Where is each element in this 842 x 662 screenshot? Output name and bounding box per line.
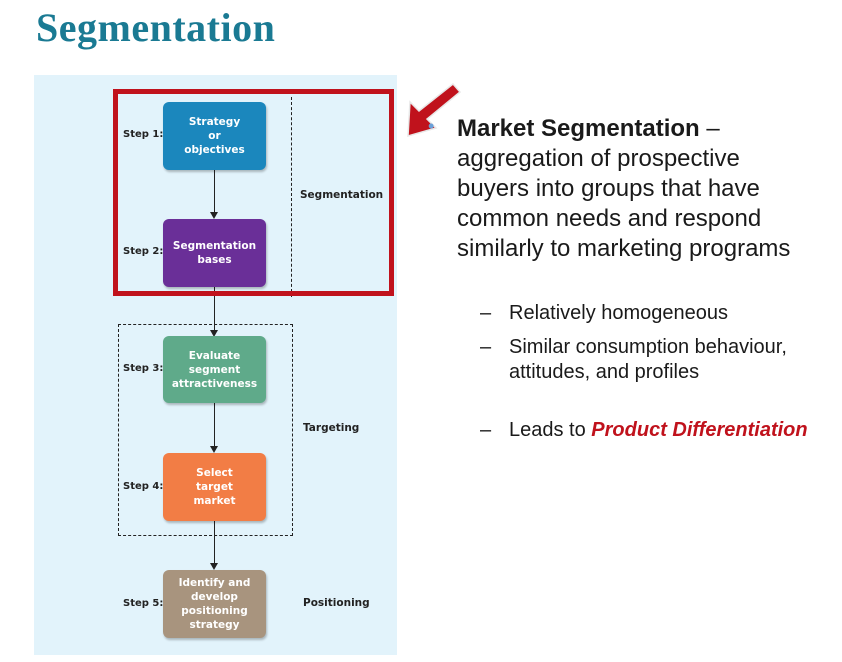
step-5-label: Step 5: xyxy=(123,598,164,609)
dash-icon: – xyxy=(480,419,492,441)
connector-arrow xyxy=(210,563,218,570)
sub-bullet-1-text: Relatively homogeneous xyxy=(509,302,729,324)
step-1-box: Strategy or objectives xyxy=(163,102,266,170)
step-1-label: Step 1: xyxy=(123,129,164,140)
step-5-box: Identify and develop positioning strateg… xyxy=(163,570,266,638)
sub-bullet-2-text: Similar consumption behaviour, attitudes… xyxy=(509,336,787,383)
highlight-frame xyxy=(113,89,394,296)
product-differentiation-text: Product Differentiation xyxy=(591,419,808,441)
sub-bullet-3-prefix: Leads to xyxy=(509,419,592,441)
stage-segmentation-label: Segmentation xyxy=(300,189,384,201)
dash-icon: – xyxy=(480,336,492,358)
dash-icon: – xyxy=(480,302,492,324)
stage-positioning-label: Positioning xyxy=(303,597,370,609)
page-title: Segmentation xyxy=(36,5,276,50)
step-3-label: Step 3: xyxy=(123,363,164,374)
targeting-group-frame xyxy=(118,324,293,536)
connector-line xyxy=(214,521,215,565)
connector-arrow xyxy=(210,446,218,453)
definition-text: Market Segmentation – aggregation of pro… xyxy=(457,114,817,264)
pointer-arrow-icon xyxy=(407,82,462,138)
connector-line xyxy=(214,170,215,214)
step-2-box: Segmentation bases xyxy=(163,219,266,287)
step-3-box: Evaluate segment attractiveness xyxy=(163,336,266,403)
step-4-label: Step 4: xyxy=(123,481,164,492)
connector-arrow xyxy=(210,212,218,219)
definition-body: aggregation of prospective buyers into g… xyxy=(457,145,791,262)
connector-arrow xyxy=(210,330,218,337)
connector-line xyxy=(214,403,215,448)
segmentation-group-divider xyxy=(291,97,292,297)
bullet-dot-icon: • xyxy=(428,116,435,136)
definition-separator: – xyxy=(699,115,720,142)
stage-targeting-label: Targeting xyxy=(303,422,360,434)
connector-line xyxy=(214,287,215,331)
step-2-label: Step 2: xyxy=(123,246,164,257)
definition-heading: Market Segmentation xyxy=(457,115,700,142)
sub-bullet-3-text: Leads to Product Differentiation xyxy=(509,418,809,443)
step-4-box: Select target market xyxy=(163,453,266,521)
